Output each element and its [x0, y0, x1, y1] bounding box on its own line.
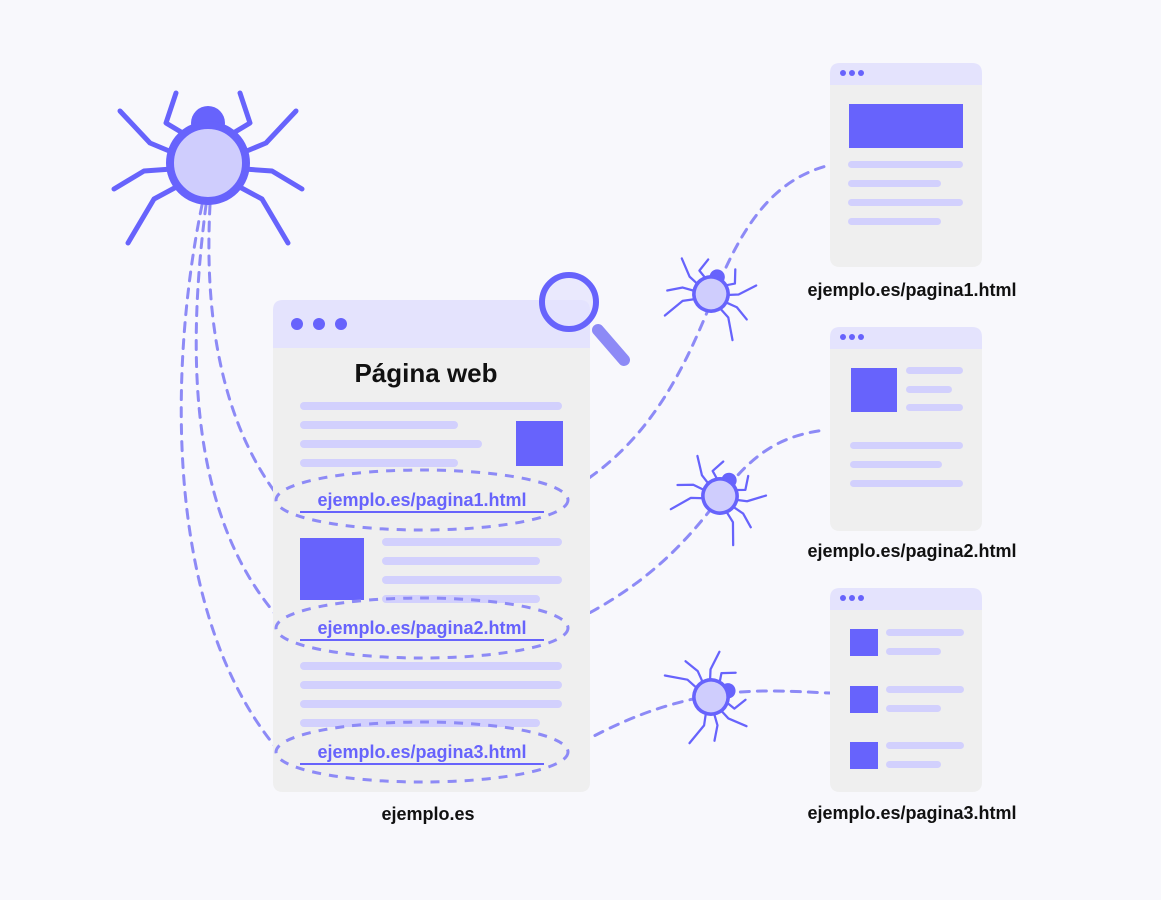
magnifier-icon	[539, 272, 630, 366]
spider-icon-main	[114, 93, 302, 243]
link-path-2	[558, 428, 828, 630]
target-page-2-caption: ejemplo.es/pagina2.html	[807, 541, 1016, 561]
target-page-1: ejemplo.es/pagina1.html	[807, 63, 1017, 300]
main-page-title: Página web	[354, 358, 497, 388]
spider-icon-2	[663, 445, 775, 551]
crawl-path-2	[194, 203, 292, 632]
target-page-1-caption: ejemplo.es/pagina1.html	[807, 280, 1016, 300]
crawl-path-3	[179, 203, 287, 760]
link-pagina2-text[interactable]: ejemplo.es/pagina2.html	[317, 618, 526, 638]
main-page-image-large	[300, 538, 364, 600]
crawl-path-1	[207, 203, 287, 507]
window-dots-icon	[291, 318, 347, 330]
main-page-caption: ejemplo.es	[381, 804, 474, 824]
spider-icon-1	[657, 248, 764, 345]
window-dots-icon	[840, 595, 864, 601]
window-dots-icon	[840, 334, 864, 340]
window-dots-icon	[840, 70, 864, 76]
target-page-2: ejemplo.es/pagina2.html	[807, 327, 1017, 561]
spider-icon-3	[660, 644, 757, 751]
main-page-image-small	[516, 421, 563, 466]
main-page-text-lines	[300, 402, 562, 727]
main-page-window: Página web ejemplo.es/pagina1.html ejemp…	[273, 300, 590, 824]
target-page-3: ejemplo.es/pagina3.html	[807, 588, 1017, 823]
link-pagina3[interactable]: ejemplo.es/pagina3.html	[274, 720, 570, 784]
link-pagina3-text[interactable]: ejemplo.es/pagina3.html	[317, 742, 526, 762]
link-pagina2[interactable]: ejemplo.es/pagina2.html	[274, 596, 570, 660]
link-pagina1-text[interactable]: ejemplo.es/pagina1.html	[317, 490, 526, 510]
target-page-3-caption: ejemplo.es/pagina3.html	[807, 803, 1016, 823]
link-pagina1[interactable]: ejemplo.es/pagina1.html	[274, 468, 570, 532]
